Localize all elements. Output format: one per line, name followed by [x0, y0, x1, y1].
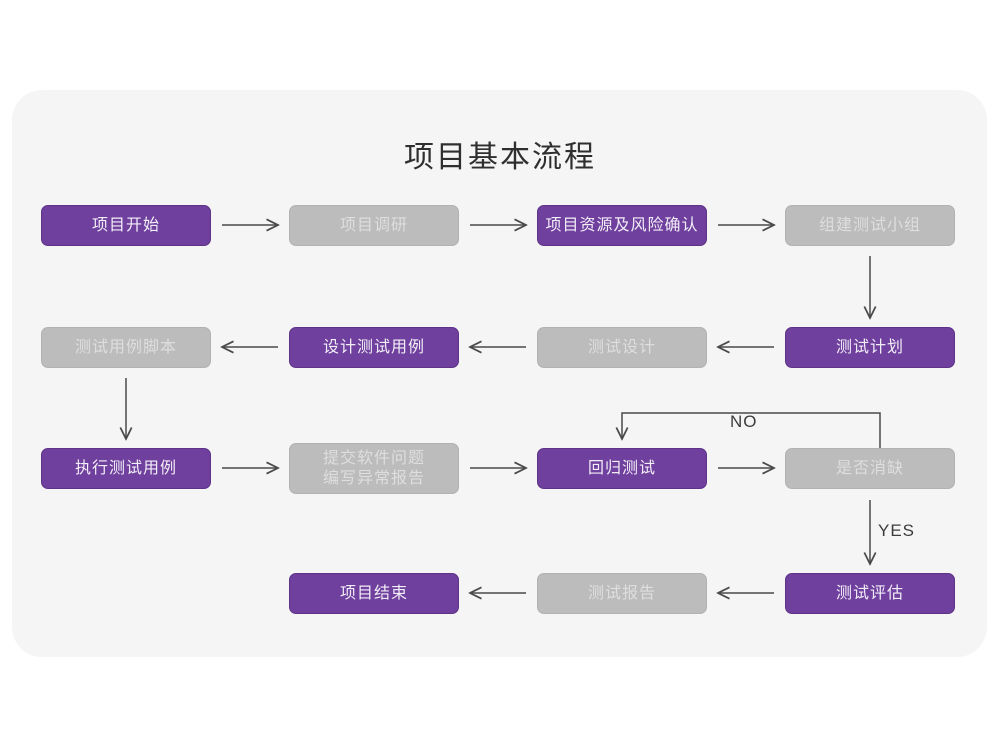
node-resource-risk-confirm[interactable]: 项目资源及风险确认 — [537, 205, 707, 246]
edge-n12-n11-no — [622, 412, 881, 448]
node-project-end[interactable]: 项目结束 — [289, 573, 459, 614]
node-test-evaluation[interactable]: 测试评估 — [785, 573, 955, 614]
node-test-plan[interactable]: 测试计划 — [785, 327, 955, 368]
node-build-test-team[interactable]: 组建测试小组 — [785, 205, 955, 246]
edge-label-yes: YES — [878, 521, 916, 540]
node-design-test-case[interactable]: 设计测试用例 — [289, 327, 459, 368]
node-defect-cleared-decision[interactable]: 是否消缺 — [785, 448, 955, 489]
node-project-start[interactable]: 项目开始 — [41, 205, 211, 246]
node-project-research[interactable]: 项目调研 — [289, 205, 459, 246]
node-test-report[interactable]: 测试报告 — [537, 573, 707, 614]
page-title: 项目基本流程 — [404, 141, 596, 174]
node-regression-test[interactable]: 回归测试 — [537, 448, 707, 489]
node-test-design[interactable]: 测试设计 — [537, 327, 707, 368]
edge-label-no: NO — [730, 412, 758, 431]
node-test-case-script[interactable]: 测试用例脚本 — [41, 327, 211, 368]
node-submit-defect-report[interactable]: 提交软件问题 编写异常报告 — [289, 443, 459, 494]
card-background — [12, 90, 987, 657]
node-execute-test-case[interactable]: 执行测试用例 — [41, 448, 211, 489]
